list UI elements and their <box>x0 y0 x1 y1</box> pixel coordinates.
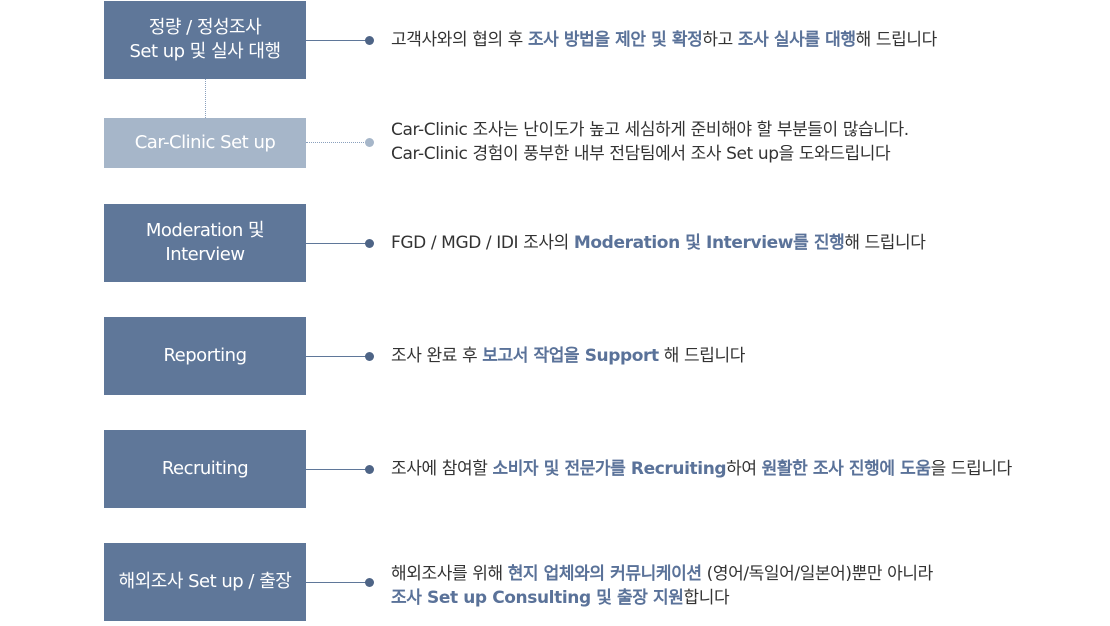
service-row-overseas: 해외조사 Set up / 출장 해외조사를 위해 현지 업체와의 커뮤니케이션… <box>0 543 1110 623</box>
service-description: 고객사와의 협의 후 조사 방법을 제안 및 확정하고 조사 실사를 대행해 드… <box>391 28 937 52</box>
service-box-recruiting: Recruiting <box>104 430 306 508</box>
description-text: 하고 <box>702 30 738 50</box>
vertical-connector <box>205 79 206 118</box>
description-line: Car-Clinic 조사는 난이도가 높고 세심하게 준비해야 할 부분들이 … <box>391 120 909 140</box>
description-line: FGD / MGD / IDI 조사의 Moderation 및 Intervi… <box>391 231 926 255</box>
description-highlight: 조사 Set up Consulting 및 출장 지원 <box>391 588 684 608</box>
service-box-label-line: Interview <box>165 244 245 265</box>
bullet-dot-icon <box>365 578 374 587</box>
description-line: 해외조사를 위해 현지 업체와의 커뮤니케이션 (영어/독일어/일본어)뿐만 아… <box>391 562 933 586</box>
description-text: FGD / MGD / IDI 조사의 <box>391 233 574 253</box>
service-box-label-line: Reporting <box>163 345 247 366</box>
service-box-label-line: 해외조사 Set up / 출장 <box>118 571 292 592</box>
description-highlight: 조사 실사를 대행 <box>737 30 856 50</box>
bullet-dot-icon <box>365 239 374 248</box>
description-text: (영어/독일어/일본어)뿐만 아니라 <box>701 564 934 584</box>
bullet-dot-icon <box>365 352 374 361</box>
service-description: FGD / MGD / IDI 조사의 Moderation 및 Intervi… <box>391 231 926 255</box>
description-text: 을 드립니다 <box>930 459 1013 479</box>
description-line: 조사 완료 후 보고서 작업을 Support 해 드립니다 <box>391 344 745 368</box>
description-line: 고객사와의 협의 후 조사 방법을 제안 및 확정하고 조사 실사를 대행해 드… <box>391 28 937 52</box>
connector-line <box>306 243 370 244</box>
description-line: 조사 Set up Consulting 및 출장 지원합니다 <box>391 586 933 610</box>
description-text: 하여 <box>726 459 762 479</box>
service-box-overseas: 해외조사 Set up / 출장 <box>104 543 306 621</box>
service-box-label-line: Set up 및 실사 대행 <box>129 41 281 62</box>
service-box-reporting: Reporting <box>104 317 306 395</box>
service-row-car-clinic: Car-Clinic Set up Car-Clinic 조사는 난이도가 높고… <box>0 110 1110 180</box>
service-box-label-line: Moderation 및 <box>145 220 265 241</box>
description-text: 해 드립니다 <box>855 30 938 50</box>
description-highlight: 현지 업체와의 커뮤니케이션 <box>507 564 702 584</box>
service-box-moderation: Moderation 및 Interview <box>104 204 306 282</box>
description-highlight: 조사 방법을 제안 및 확정 <box>527 30 703 50</box>
service-box-survey-setup: 정량 / 정성조사 Set up 및 실사 대행 <box>104 1 306 79</box>
service-description: 조사에 참여할 소비자 및 전문가를 Recruiting하여 원활한 조사 진… <box>391 457 1012 481</box>
description-text: 해외조사를 위해 <box>391 564 508 584</box>
description-text: 조사에 참여할 <box>391 459 493 479</box>
description-highlight: Moderation 및 Interview를 진행 <box>573 233 845 253</box>
connector-line <box>306 40 370 41</box>
service-box-label-line: Recruiting <box>161 458 249 479</box>
service-box-label-line: Car-Clinic Set up <box>134 132 276 153</box>
description-text: 조사 완료 후 <box>391 346 483 366</box>
connector-line <box>306 356 370 357</box>
service-description: 조사 완료 후 보고서 작업을 Support 해 드립니다 <box>391 344 745 368</box>
description-text: 해 드립니다 <box>844 233 926 253</box>
service-row-reporting: Reporting 조사 완료 후 보고서 작업을 Support 해 드립니다 <box>0 317 1110 397</box>
service-row-survey-setup: 정량 / 정성조사 Set up 및 실사 대행 고객사와의 협의 후 조사 방… <box>0 0 1110 80</box>
description-highlight: 원활한 조사 진행에 도움 <box>761 459 931 479</box>
service-row-moderation: Moderation 및 Interview FGD / MGD / IDI 조… <box>0 204 1110 284</box>
service-description: Car-Clinic 조사는 난이도가 높고 세심하게 준비해야 할 부분들이 … <box>391 118 909 166</box>
connector-line <box>306 142 370 143</box>
description-highlight: 보고서 작업을 Support <box>482 346 659 366</box>
connector-line <box>306 469 370 470</box>
bullet-dot-icon <box>365 465 374 474</box>
description-text: 고객사와의 협의 후 <box>391 30 528 50</box>
description-highlight: 소비자 및 전문가를 Recruiting <box>492 459 727 479</box>
service-description: 해외조사를 위해 현지 업체와의 커뮤니케이션 (영어/독일어/일본어)뿐만 아… <box>391 562 933 610</box>
description-text: 해 드립니다 <box>658 346 746 366</box>
connector-line <box>306 582 370 583</box>
bullet-dot-icon <box>365 36 374 45</box>
service-row-recruiting: Recruiting 조사에 참여할 소비자 및 전문가를 Recruiting… <box>0 430 1110 510</box>
description-line: 조사에 참여할 소비자 및 전문가를 Recruiting하여 원활한 조사 진… <box>391 457 1012 481</box>
description-line: Car-Clinic 경험이 풍부한 내부 전담팀에서 조사 Set up을 도… <box>391 144 891 164</box>
bullet-dot-icon <box>365 138 374 147</box>
service-box-label-line: 정량 / 정성조사 <box>148 17 262 38</box>
description-text: 합니다 <box>683 588 730 608</box>
service-box-car-clinic: Car-Clinic Set up <box>104 118 306 168</box>
